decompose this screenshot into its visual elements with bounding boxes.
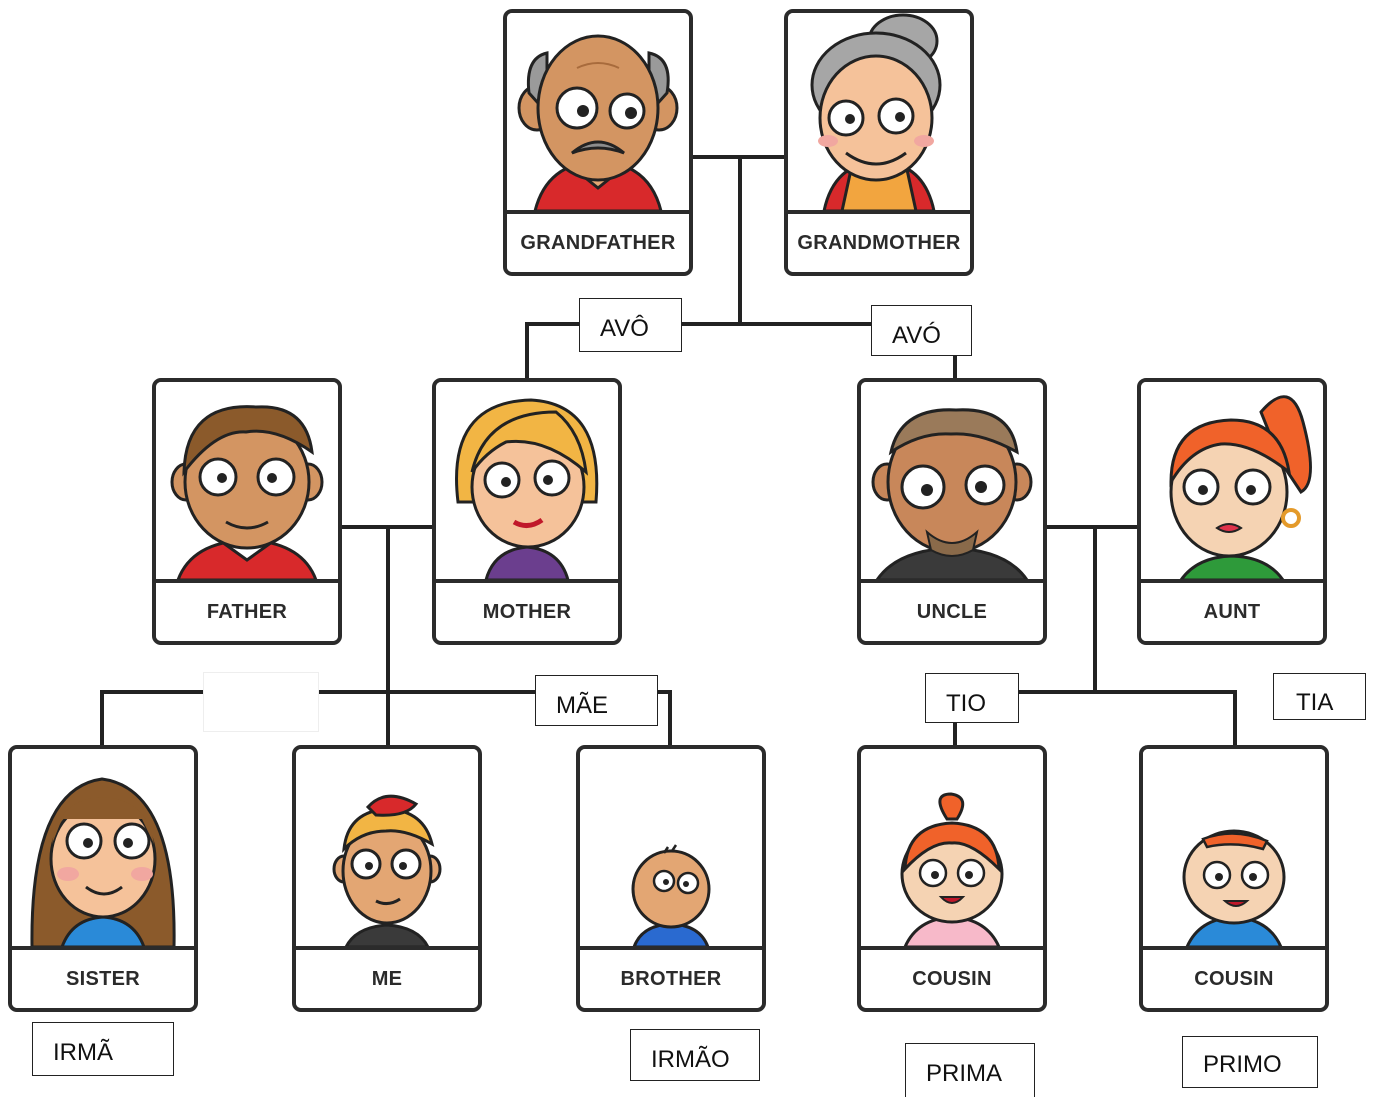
avo-grandfather-box: AVÔ (579, 298, 682, 352)
cousin-girl-label: COUSIN (861, 946, 1043, 1008)
father-illustration (156, 382, 338, 580)
card-cousin-boy: COUSIN (1139, 745, 1329, 1012)
card-mother: MOTHER (432, 378, 622, 645)
mother-illustration (436, 382, 618, 580)
father-translation-box (203, 672, 319, 732)
grandmother-label: GRANDMOTHER (788, 210, 970, 272)
card-grandfather: GRANDFATHER (503, 9, 693, 276)
card-uncle: UNCLE (857, 378, 1047, 645)
card-father: FATHER (152, 378, 342, 645)
cousin-girl-illustration (861, 749, 1043, 947)
mae-box: MÃE (535, 675, 658, 726)
avo-grandmother-box: AVÓ (871, 305, 972, 356)
primo-box: PRIMO (1182, 1036, 1318, 1088)
uncle-label: UNCLE (861, 579, 1043, 641)
me-illustration (296, 749, 478, 947)
card-sister: SISTER (8, 745, 198, 1012)
card-me: ME (292, 745, 482, 1012)
grandfather-illustration (507, 13, 689, 211)
aunt-label: AUNT (1141, 579, 1323, 641)
grandfather-label: GRANDFATHER (507, 210, 689, 272)
card-grandmother: GRANDMOTHER (784, 9, 974, 276)
sister-illustration (12, 749, 194, 947)
tio-box: TIO (925, 673, 1019, 723)
aunt-illustration (1141, 382, 1323, 580)
me-label: ME (296, 946, 478, 1008)
prima-box: PRIMA (905, 1043, 1035, 1097)
tia-box: TIA (1273, 673, 1366, 720)
mother-label: MOTHER (436, 579, 618, 641)
uncle-illustration (861, 382, 1043, 580)
cousin-boy-illustration (1143, 749, 1325, 947)
cousin-boy-label: COUSIN (1143, 946, 1325, 1008)
father-label: FATHER (156, 579, 338, 641)
irmao-box: IRMÃO (630, 1029, 760, 1081)
grandmother-illustration (788, 13, 970, 211)
brother-label: BROTHER (580, 946, 762, 1008)
card-aunt: AUNT (1137, 378, 1327, 645)
irma-box: IRMÃ (32, 1022, 174, 1076)
card-cousin-girl: COUSIN (857, 745, 1047, 1012)
brother-illustration (580, 749, 762, 947)
sister-label: SISTER (12, 946, 194, 1008)
card-brother: BROTHER (576, 745, 766, 1012)
